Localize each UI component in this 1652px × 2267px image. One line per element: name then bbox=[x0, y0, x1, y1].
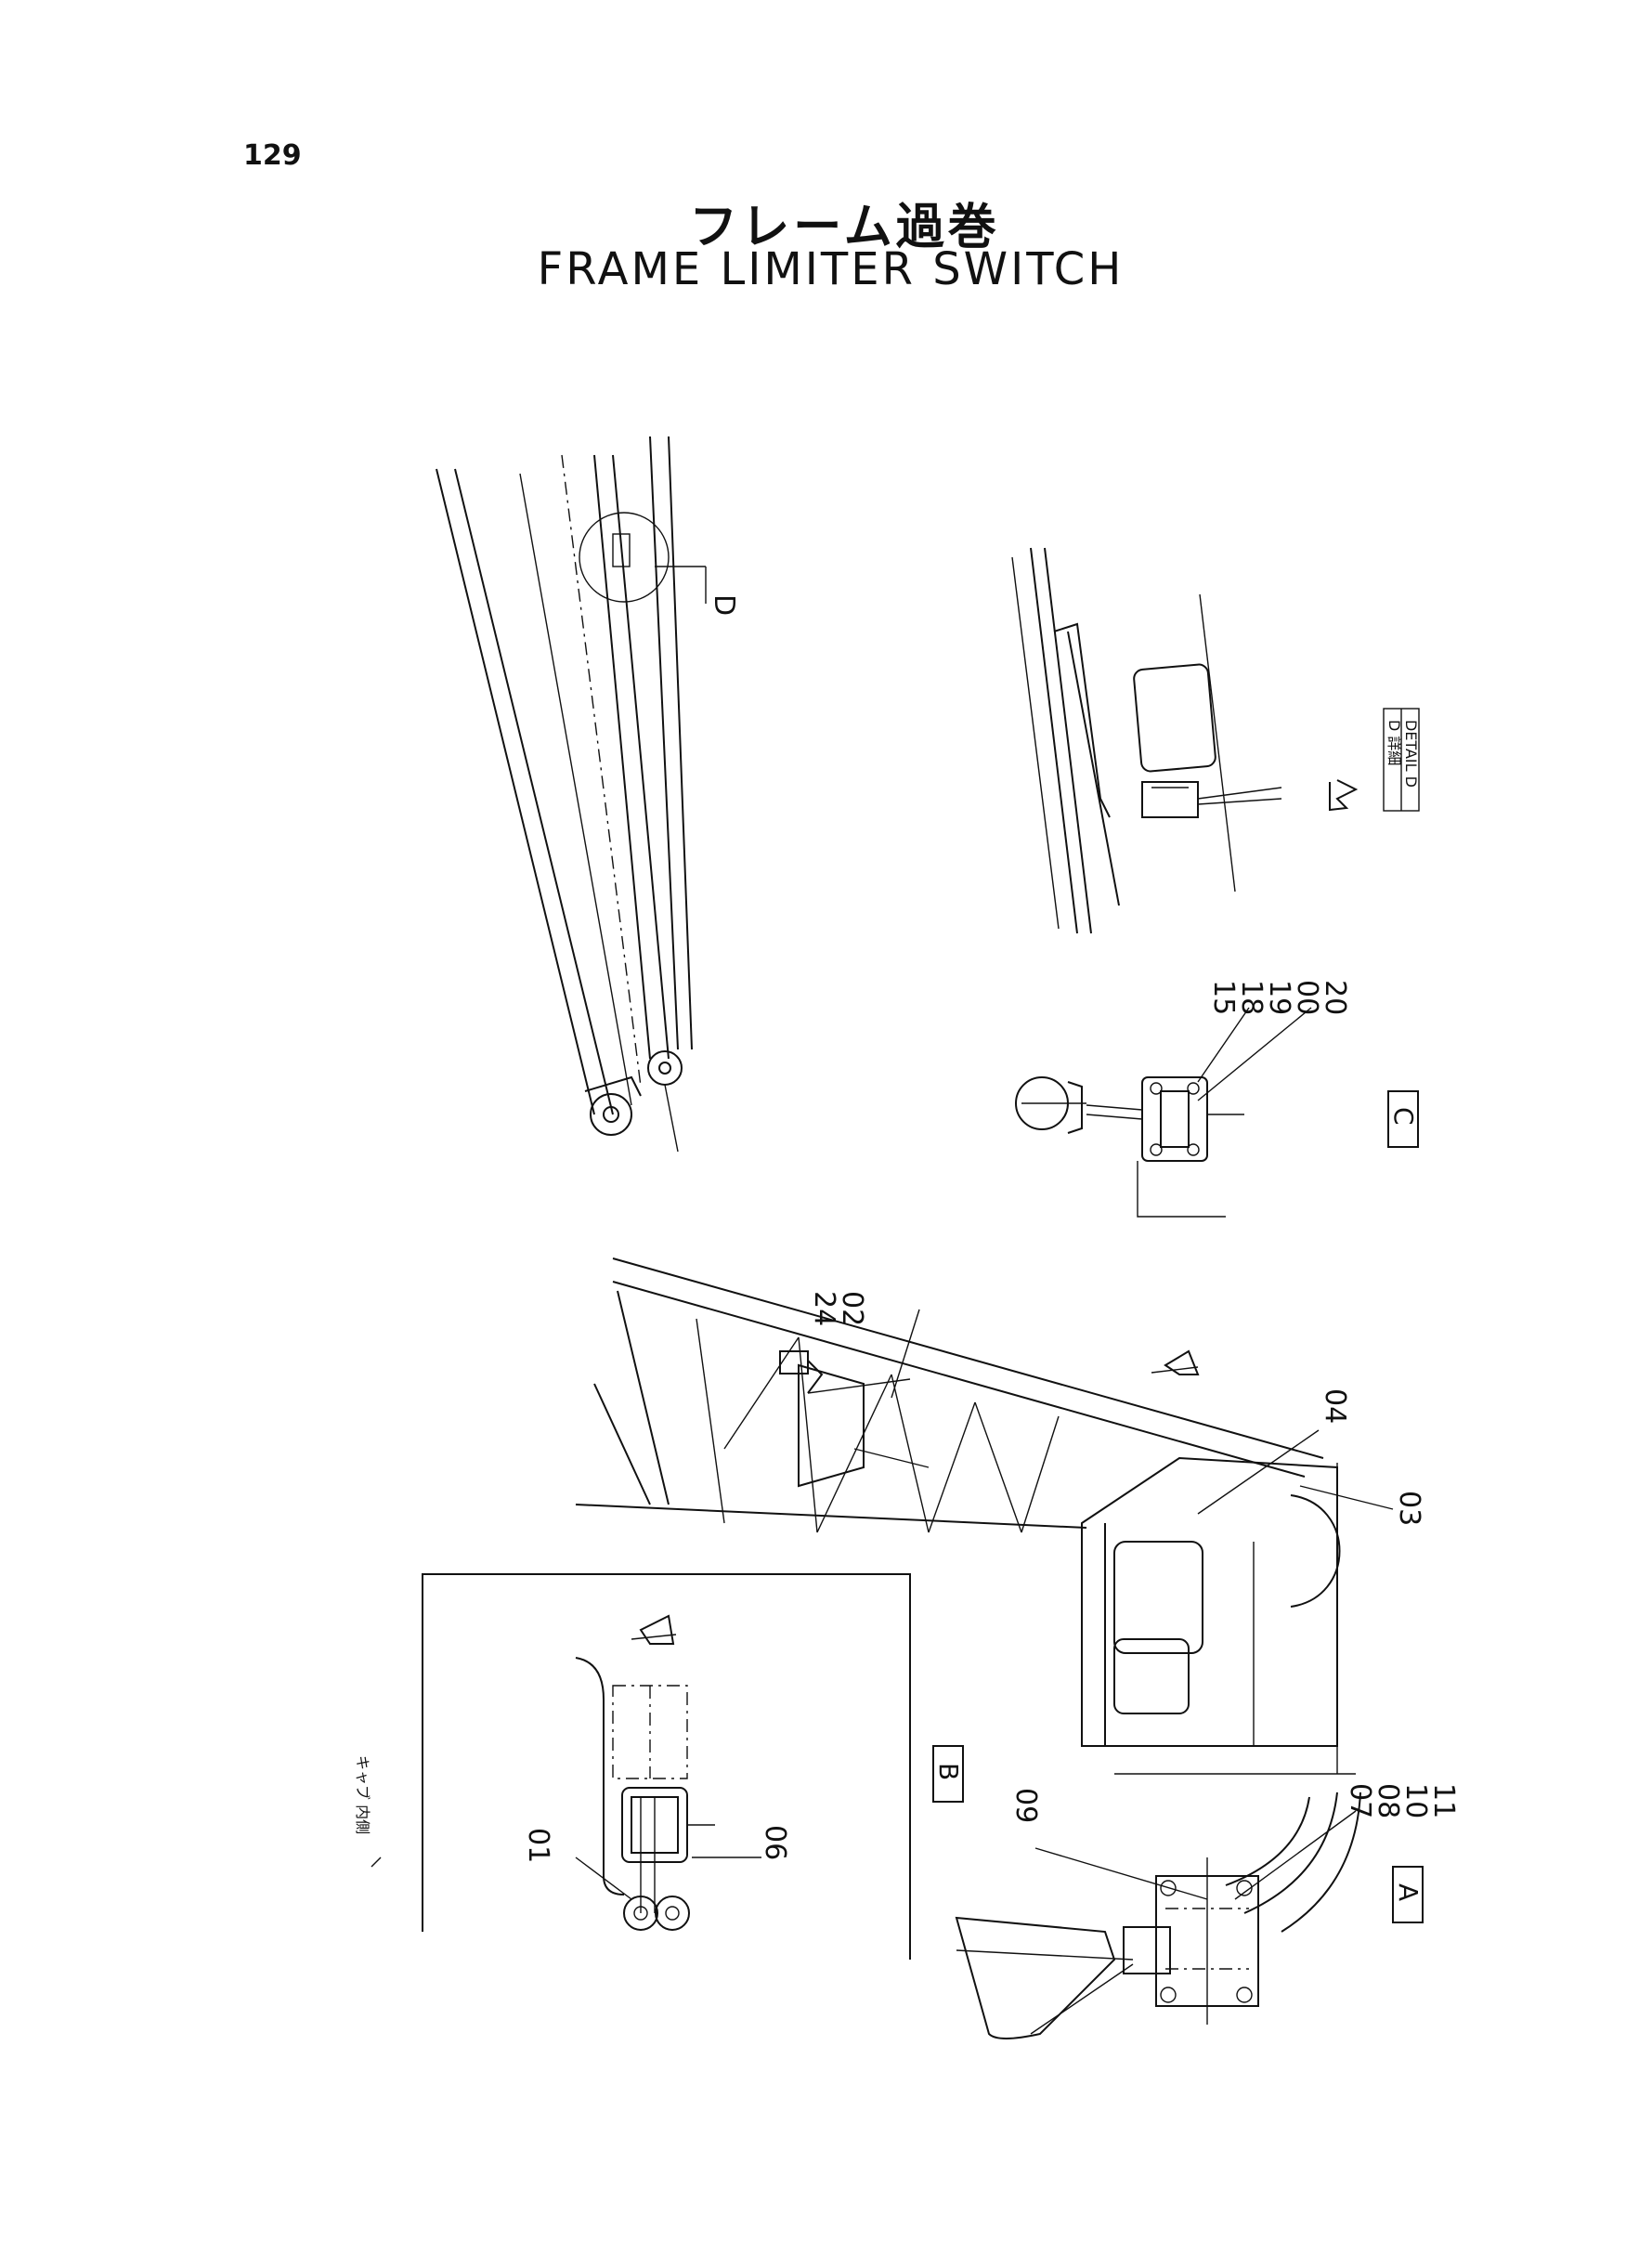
part-00: 00 bbox=[1291, 980, 1323, 1015]
boom-base-and-cab bbox=[575, 1257, 1394, 1775]
title-english: FRAME LIMITER SWITCH bbox=[537, 243, 1125, 295]
view-c-label: C bbox=[1388, 1107, 1419, 1126]
part-18: 18 bbox=[1235, 980, 1268, 1015]
part-10: 10 bbox=[1399, 1783, 1432, 1818]
view-d-callout: D bbox=[708, 594, 740, 616]
detail-d-label: DETAIL D bbox=[1402, 720, 1420, 788]
part-09: 09 bbox=[1009, 1788, 1042, 1823]
part-01: 01 bbox=[522, 1828, 554, 1863]
view-a bbox=[955, 1791, 1424, 2039]
part-03: 03 bbox=[1393, 1491, 1425, 1526]
part-04: 04 bbox=[1319, 1388, 1351, 1424]
part-24: 24 bbox=[808, 1291, 840, 1326]
detail-d-jp-label: D 詳細 bbox=[1385, 720, 1403, 765]
part-02: 02 bbox=[836, 1291, 868, 1326]
part-07: 07 bbox=[1344, 1783, 1376, 1818]
page-number: 129 bbox=[243, 139, 302, 172]
detail-d-view bbox=[1011, 547, 1420, 934]
part-11: 11 bbox=[1427, 1783, 1460, 1818]
cab-note-jp: キャブ 内側 bbox=[354, 1755, 371, 1834]
part-19: 19 bbox=[1263, 980, 1295, 1015]
view-c bbox=[1015, 1007, 1419, 1218]
view-a-label: A bbox=[1393, 1883, 1424, 1901]
boom-top-view bbox=[436, 436, 707, 1153]
part-08: 08 bbox=[1372, 1783, 1404, 1818]
view-b-label: B bbox=[933, 1763, 964, 1780]
part-20: 20 bbox=[1319, 980, 1351, 1015]
view-b bbox=[371, 1573, 964, 1960]
part-06: 06 bbox=[759, 1825, 791, 1860]
title-japanese: フレーム過巻 bbox=[689, 200, 1000, 255]
part-15: 15 bbox=[1207, 980, 1240, 1015]
